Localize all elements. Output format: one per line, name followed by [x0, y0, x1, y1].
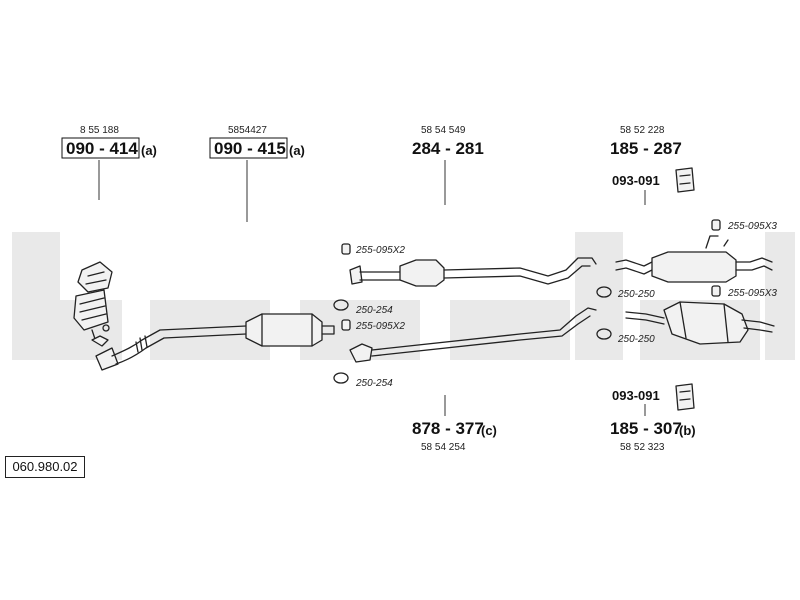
gasket-ring-icon[interactable]: 250-254: [333, 299, 393, 316]
part-ref-text: 58 52 228: [620, 125, 665, 136]
part-label-093-091-top[interactable]: 093-091: [612, 173, 660, 188]
clamp-label: 255-095X3: [727, 288, 777, 299]
part-number-text: 185 - 287: [610, 139, 682, 158]
catalytic-converter-icon[interactable]: [73, 261, 113, 347]
part-number-text: 878 - 377: [412, 419, 484, 438]
muffler-lower-icon[interactable]: [625, 301, 775, 345]
gasket-ring-icon[interactable]: 250-254: [333, 372, 393, 389]
clamp-label: 255-095X3: [727, 221, 777, 232]
part-number-text: 093-091: [612, 173, 660, 188]
clamp-icon[interactable]: 255-095X2: [341, 319, 405, 332]
part-suffix-text: (a): [141, 143, 157, 158]
part-number-text: 090 - 414: [66, 139, 138, 158]
part-number-text: 284 - 281: [412, 139, 484, 158]
part-label-090-415[interactable]: 5854427 090 - 415 (a): [209, 125, 305, 159]
part-label-284-281[interactable]: 58 54 549 284 - 281: [412, 125, 484, 158]
clamp-icon[interactable]: 255-095X2: [341, 243, 405, 256]
clamp-label: 255-095X2: [355, 245, 405, 256]
part-suffix-text: (b): [679, 423, 696, 438]
rubber-hanger-icon[interactable]: [675, 383, 695, 411]
part-ref-text: 58 54 254: [421, 442, 466, 453]
gasket-ring-icon[interactable]: 250-250: [596, 328, 655, 345]
part-suffix-text: (c): [481, 423, 497, 438]
clamp-label: 250-250: [617, 289, 655, 300]
clamp-icon[interactable]: 255-095X3: [711, 219, 777, 232]
diagram-code-box: 060.980.02: [5, 456, 85, 478]
intermediate-pipe-upper-icon[interactable]: [349, 257, 597, 287]
clamp-label: 250-254: [355, 378, 393, 389]
clamp-label: 250-254: [355, 305, 393, 316]
rubber-hanger-icon[interactable]: [675, 167, 695, 193]
catalytic-converter-2-icon[interactable]: [245, 313, 335, 347]
part-ref-text: 5854427: [228, 125, 267, 136]
part-suffix-text: (a): [289, 143, 305, 158]
intermediate-pipe-lower-icon[interactable]: [349, 307, 597, 363]
front-pipe-icon[interactable]: [95, 325, 247, 371]
part-label-878-377[interactable]: 878 - 377 (c) 58 54 254: [412, 419, 497, 453]
part-label-185-287[interactable]: 58 52 228 185 - 287: [610, 125, 682, 158]
part-number-text: 090 - 415: [214, 139, 286, 158]
part-number-box: [61, 137, 140, 159]
clamp-icon[interactable]: 255-095X3: [711, 285, 777, 299]
clamp-label: 255-095X2: [355, 321, 405, 332]
part-ref-text: 8 55 188: [80, 125, 119, 136]
gasket-ring-icon[interactable]: 250-250: [596, 286, 655, 300]
muffler-icon[interactable]: [615, 235, 773, 283]
part-number-text: 093-091: [612, 388, 660, 403]
part-label-090-414[interactable]: 8 55 188 090 - 414 (a): [61, 125, 157, 159]
part-ref-text: 58 54 549: [421, 125, 466, 136]
part-number-box: [209, 137, 288, 159]
clamp-label: 250-250: [617, 334, 655, 345]
part-label-185-307[interactable]: 185 - 307 (b) 58 52 323: [610, 419, 696, 453]
part-label-093-091-bottom[interactable]: 093-091: [612, 388, 660, 403]
part-number-text: 185 - 307: [610, 419, 682, 438]
part-ref-text: 58 52 323: [620, 442, 665, 453]
